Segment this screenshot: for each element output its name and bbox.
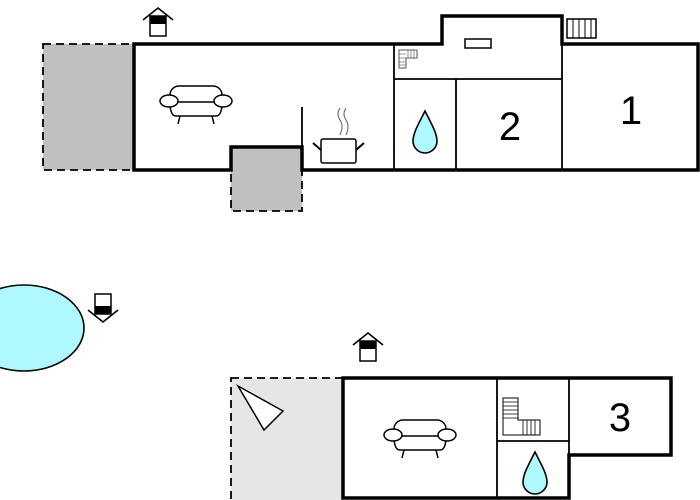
entrance-house-icon [352,332,384,362]
window-icon [464,38,492,49]
stairs-icon [502,397,541,436]
sofa-icon [383,419,457,459]
lower-unit: 3 [230,332,673,500]
water-drop-icon [412,110,438,154]
water-drop-icon [522,451,548,495]
sofa-icon [159,85,233,125]
pool [0,284,85,372]
stairs-icon [398,49,418,69]
upper-unit: 2 1 [42,7,700,212]
entrance-house-icon [87,293,119,323]
sun-lounger-icon [235,384,285,432]
pool-area [0,284,119,372]
room-3-label: 3 [609,396,631,440]
terrace-left [42,43,135,171]
outer-wall [132,14,700,172]
room-1-label: 1 [620,89,642,133]
radiator-icon [566,18,597,39]
cooking-pot-icon [312,107,365,164]
entrance-house-icon [142,7,174,37]
room-2-label: 2 [499,105,521,149]
